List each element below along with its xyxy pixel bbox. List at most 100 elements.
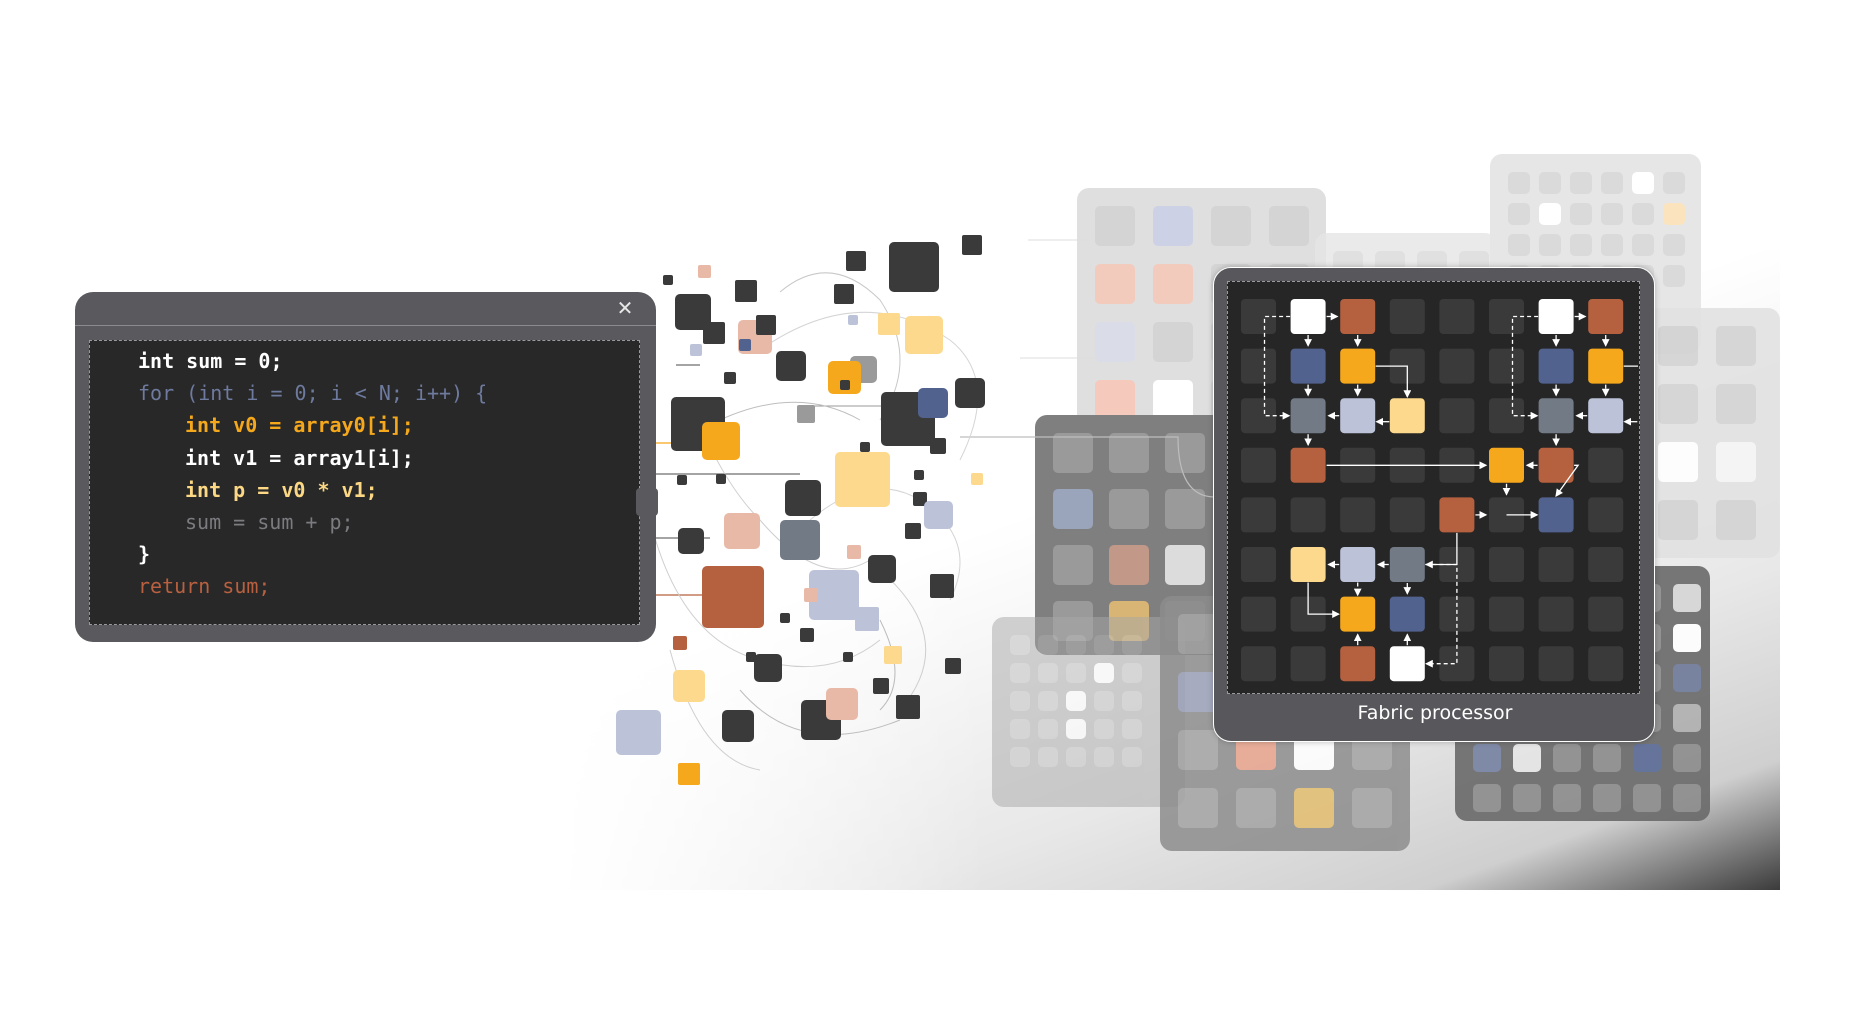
fabric-tile bbox=[1538, 299, 1574, 334]
ghost-tile bbox=[1038, 663, 1058, 683]
ghost-tile bbox=[1663, 203, 1685, 225]
ghost-tile bbox=[1658, 442, 1698, 482]
ghost-tile bbox=[1236, 788, 1276, 828]
ghost-tile bbox=[1716, 442, 1756, 482]
ghost-tile bbox=[1122, 719, 1142, 739]
fabric-tile bbox=[1538, 596, 1574, 632]
fabric-tile bbox=[1290, 646, 1326, 682]
ghost-tile bbox=[1109, 545, 1149, 585]
fabric-tile bbox=[1290, 547, 1326, 582]
fabric-tile bbox=[1439, 348, 1475, 384]
fabric-tile bbox=[1340, 348, 1376, 384]
operation-tile bbox=[847, 545, 861, 559]
ghost-tile bbox=[1716, 326, 1756, 366]
ghost-tile bbox=[1094, 747, 1114, 767]
fabric-tile bbox=[1439, 497, 1475, 533]
operation-tile bbox=[756, 315, 776, 335]
operation-tile bbox=[809, 570, 859, 620]
ghost-tile bbox=[1095, 264, 1135, 304]
operation-tile bbox=[698, 265, 711, 278]
ghost-tile bbox=[1570, 234, 1592, 256]
ghost-tile bbox=[1095, 380, 1135, 420]
ghost-tile bbox=[1095, 322, 1135, 362]
ghost-tile bbox=[1663, 265, 1685, 287]
ghost-tile bbox=[1716, 500, 1756, 540]
fabric-tile bbox=[1389, 547, 1425, 582]
operation-tile bbox=[675, 294, 711, 330]
code-window-titlebar: ✕ bbox=[75, 292, 656, 326]
ghost-tile bbox=[1601, 203, 1623, 225]
operation-tile bbox=[913, 492, 927, 506]
ghost-tile bbox=[1633, 784, 1661, 812]
ghost-tile bbox=[1632, 172, 1654, 194]
fabric-tile bbox=[1389, 596, 1425, 632]
operation-tile bbox=[739, 339, 751, 351]
ghost-tile bbox=[1066, 747, 1086, 767]
fabric-tile bbox=[1588, 547, 1624, 582]
code-window: ✕ int sum = 0;for (int i = 0; i < N; i++… bbox=[75, 292, 658, 642]
dataflow-wire bbox=[759, 311, 979, 461]
operation-tile bbox=[702, 422, 740, 460]
operation-tile bbox=[889, 242, 939, 292]
operation-tile bbox=[663, 275, 673, 285]
fabric-tile bbox=[1489, 299, 1524, 334]
fabric-tile bbox=[1340, 646, 1376, 682]
ghost-tile bbox=[1294, 788, 1334, 828]
ghost-tile bbox=[1066, 635, 1086, 655]
ghost-tile bbox=[1153, 322, 1193, 362]
operation-tile bbox=[702, 566, 764, 628]
ghost-panel-background bbox=[1035, 415, 1255, 655]
ghost-tile bbox=[1010, 747, 1030, 767]
operation-tile bbox=[945, 658, 961, 674]
fabric-tile bbox=[1538, 447, 1574, 483]
code-line: } bbox=[138, 542, 151, 567]
ghost-tile bbox=[1553, 744, 1581, 772]
fabric-tile bbox=[1340, 596, 1376, 632]
dataflow-wire bbox=[960, 436, 1216, 498]
fabric-route bbox=[1425, 563, 1458, 668]
operation-tile bbox=[843, 652, 853, 662]
operation-tile bbox=[924, 501, 952, 529]
ghost-tile bbox=[1153, 206, 1193, 246]
operation-tile bbox=[735, 280, 757, 302]
ghost-tile bbox=[1658, 500, 1698, 540]
fabric-processor-title: Fabric processor bbox=[1357, 702, 1513, 724]
fabric-tile bbox=[1588, 299, 1624, 334]
fabric-tile bbox=[1241, 348, 1276, 384]
code-line: int v1 = array1[i]; bbox=[185, 445, 414, 470]
ghost-tile bbox=[1570, 172, 1592, 194]
operation-tile bbox=[716, 474, 726, 484]
ghost-tile bbox=[1109, 489, 1149, 529]
ghost-tile bbox=[1178, 788, 1218, 828]
operation-tile bbox=[846, 251, 866, 271]
ghost-tile bbox=[1352, 788, 1392, 828]
ghost-tile bbox=[1122, 747, 1142, 767]
close-icon[interactable]: ✕ bbox=[616, 296, 634, 320]
ghost-tile bbox=[1038, 635, 1058, 655]
ghost-tile bbox=[1038, 691, 1058, 711]
fabric-tile bbox=[1538, 646, 1574, 682]
ghost-tile bbox=[1658, 384, 1698, 424]
fabric-tile bbox=[1439, 398, 1475, 434]
ghost-tile bbox=[1508, 172, 1530, 194]
operation-tile bbox=[930, 574, 954, 598]
ghost-tile bbox=[1038, 719, 1058, 739]
ghost-fabric-panel bbox=[1640, 308, 1780, 558]
fabric-tile bbox=[1241, 497, 1276, 533]
operation-tile bbox=[722, 710, 754, 742]
ghost-tile bbox=[1673, 784, 1701, 812]
operation-tile bbox=[918, 388, 948, 418]
fabric-tile bbox=[1241, 547, 1276, 582]
code-window-handle[interactable] bbox=[636, 488, 658, 516]
ghost-tile bbox=[1094, 691, 1114, 711]
operation-tile bbox=[860, 442, 870, 452]
operation-tile bbox=[840, 380, 850, 390]
ghost-tile bbox=[1094, 635, 1114, 655]
fabric-tile bbox=[1340, 398, 1376, 434]
ghost-tile bbox=[1178, 730, 1218, 770]
ghost-tile bbox=[1038, 747, 1058, 767]
ghost-tile bbox=[1673, 744, 1701, 772]
operation-tile bbox=[884, 646, 902, 664]
fabric-tile bbox=[1389, 646, 1425, 682]
fabric-tile bbox=[1340, 299, 1376, 334]
